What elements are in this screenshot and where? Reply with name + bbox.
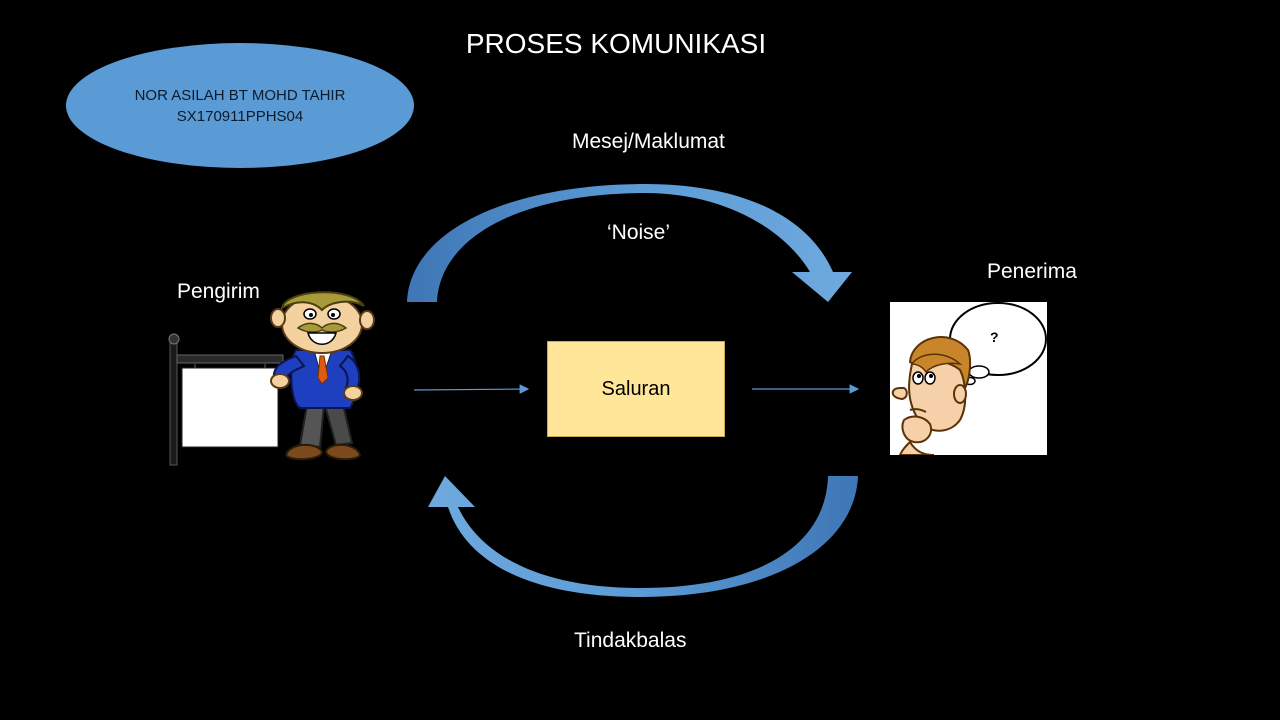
noise-label: ‘Noise’ bbox=[607, 221, 671, 244]
slide-title: PROSES KOMUNIKASI bbox=[465, 28, 767, 59]
message-label: Mesej/Maklumat bbox=[572, 130, 725, 153]
sender-signpost-icon bbox=[168, 333, 284, 466]
feedback-label: Tindakbalas bbox=[574, 629, 687, 652]
channel-box: Saluran bbox=[547, 341, 725, 437]
receiver-panel: ? bbox=[890, 302, 1047, 455]
sender-to-channel-arrow bbox=[413, 384, 530, 394]
receiver-label: Penerima bbox=[987, 260, 1077, 283]
sender-man-icon bbox=[270, 291, 375, 461]
author-id: SX170911PPHS04 bbox=[176, 107, 304, 125]
author-oval: NOR ASILAH BT MOHD TAHIR SX170911PPHS04 bbox=[66, 43, 414, 168]
receiver-thinking-man-icon: ? bbox=[891, 302, 1047, 455]
sender-label: Pengirim bbox=[177, 280, 260, 303]
feedback-curved-arrow bbox=[428, 476, 858, 597]
author-name: NOR ASILAH BT MOHD TAHIR bbox=[134, 86, 346, 104]
channel-label: Saluran bbox=[601, 377, 671, 400]
thought-question-mark: ? bbox=[990, 329, 999, 345]
message-curved-arrow bbox=[407, 184, 852, 302]
